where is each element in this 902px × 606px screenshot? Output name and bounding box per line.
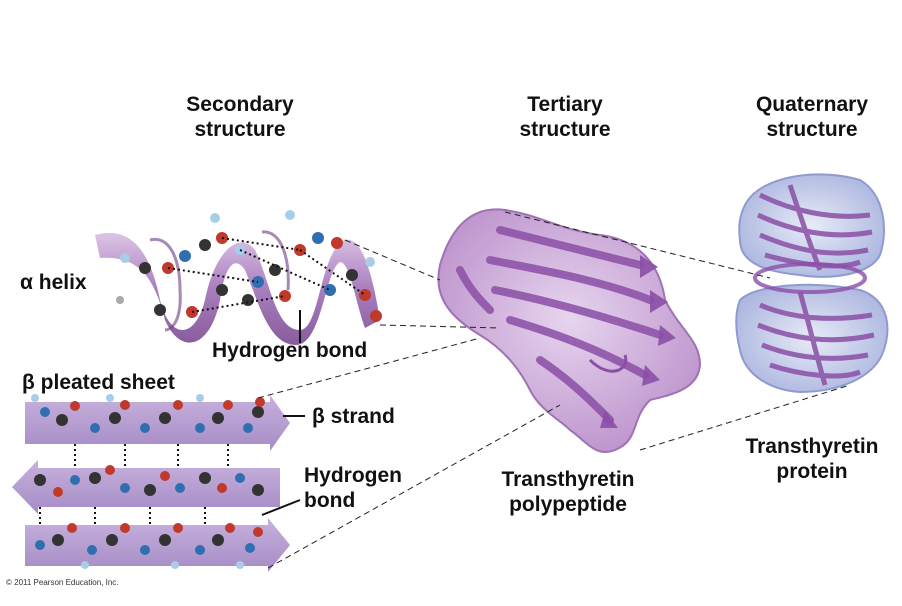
quaternary-structure-heading: Quaternary structure xyxy=(722,92,902,142)
label-line: Hydrogen xyxy=(304,464,403,487)
alpha-helix-drawing xyxy=(95,210,382,345)
transthyretin-protein-label: Transthyretin protein xyxy=(722,434,902,484)
tertiary-structure-drawing xyxy=(437,208,702,453)
helix-hydrogen-bonds xyxy=(167,237,366,313)
hydrogen-bond-helix-label: Hydrogen bond xyxy=(212,339,368,362)
connector-lines xyxy=(257,211,851,569)
alpha-helix-label: α helix xyxy=(20,271,87,294)
beta-pleated-sheet-label: β pleated sheet xyxy=(22,371,175,394)
heading-line: structure xyxy=(194,118,286,141)
heading-line: Quaternary xyxy=(755,93,869,116)
label-line: Transthyretin xyxy=(745,435,879,458)
label-line: polypeptide xyxy=(509,493,627,516)
copyright-notice: © 2011 Pearson Education, Inc. xyxy=(6,578,119,587)
label-line: bond xyxy=(304,489,356,512)
sheet-hydrogen-bond-pointer xyxy=(261,499,301,516)
heading-line: structure xyxy=(519,118,611,141)
label-line: Transthyretin xyxy=(501,468,635,491)
tertiary-structure-heading: Tertiary structure xyxy=(475,92,655,142)
quaternary-structure-drawing xyxy=(735,173,889,394)
secondary-structure-heading: Secondary structure xyxy=(150,92,330,142)
heading-line: Tertiary xyxy=(527,93,603,116)
transthyretin-polypeptide-label: Transthyretin polypeptide xyxy=(478,467,658,517)
sheet-hydrogen-bonds xyxy=(39,444,229,525)
heading-line: Secondary xyxy=(186,93,294,116)
beta-sheet-drawing xyxy=(12,394,290,572)
sheet-atoms xyxy=(31,394,265,569)
beta-strand-label: β strand xyxy=(312,405,395,428)
label-line: protein xyxy=(776,460,848,483)
heading-line: structure xyxy=(766,118,858,141)
helix-atoms xyxy=(116,210,382,322)
hydrogen-bond-sheet-label: Hydrogen bond xyxy=(304,463,402,513)
